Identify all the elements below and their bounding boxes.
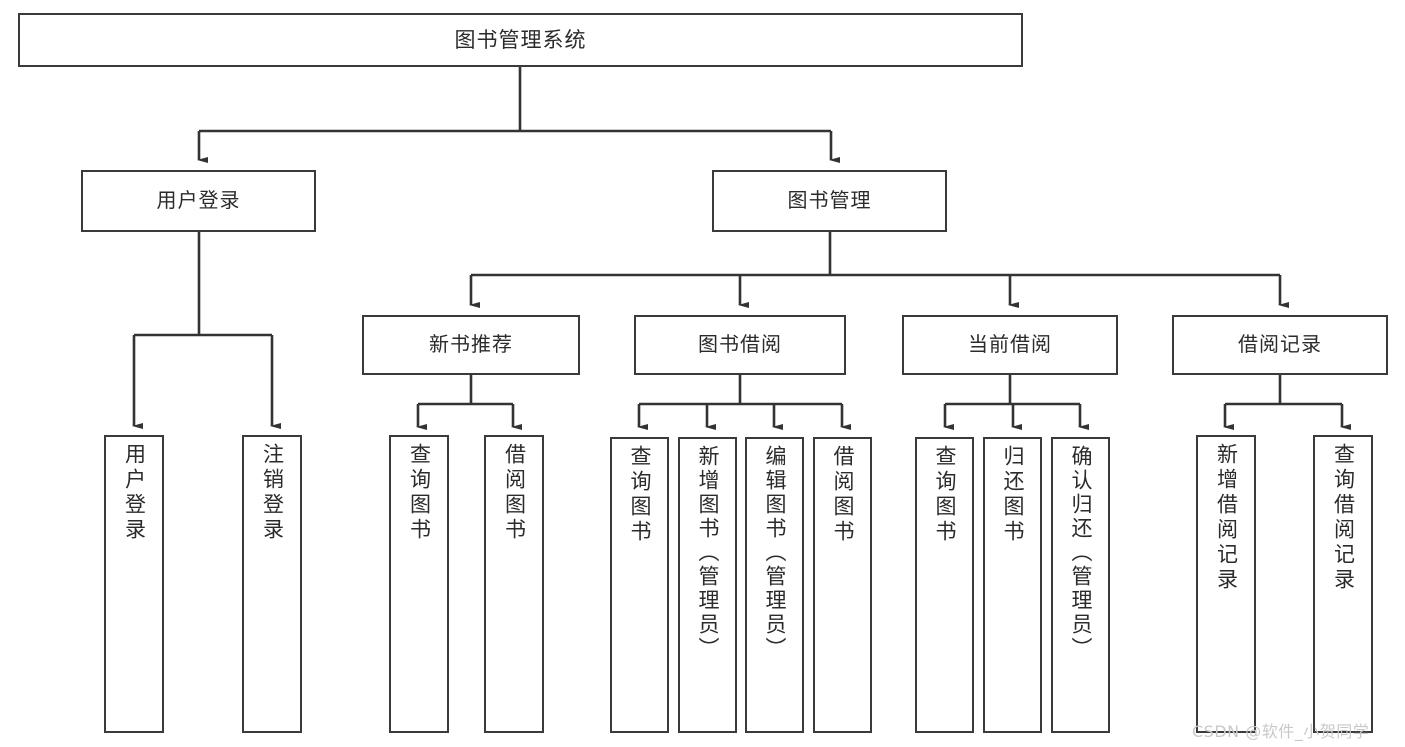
node-label: 当前借阅 bbox=[968, 332, 1052, 357]
node-label: 图书借阅 bbox=[698, 332, 782, 357]
leaf-user-login[interactable]: 用户登录 bbox=[104, 435, 164, 733]
node-label: 借阅图书 bbox=[502, 443, 527, 543]
node-label: 借阅图书 bbox=[831, 445, 855, 545]
node-label: 查询图书 bbox=[933, 445, 957, 545]
node-new-book-rec[interactable]: 新书推荐 bbox=[362, 315, 580, 375]
leaf-cur-return-book[interactable]: 归还图书 bbox=[983, 437, 1042, 733]
node-current-borrow[interactable]: 当前借阅 bbox=[902, 315, 1118, 375]
node-user-login[interactable]: 用户登录 bbox=[81, 170, 316, 232]
leaf-cur-query-book[interactable]: 查询图书 bbox=[915, 437, 974, 733]
node-label: 确认归还（管理员） bbox=[1069, 445, 1093, 661]
node-book-manage[interactable]: 图书管理 bbox=[712, 170, 947, 232]
node-label: 新增借阅记录 bbox=[1214, 443, 1239, 593]
leaf-rec-query-record[interactable]: 查询借阅记录 bbox=[1313, 435, 1373, 733]
node-label: 用户登录 bbox=[156, 188, 241, 213]
node-borrow-record[interactable]: 借阅记录 bbox=[1172, 315, 1388, 375]
node-label: 新书推荐 bbox=[429, 332, 513, 357]
node-label: 查询图书 bbox=[628, 445, 652, 545]
node-label: 编辑图书（管理员） bbox=[763, 445, 787, 661]
node-book-borrow[interactable]: 图书借阅 bbox=[634, 315, 846, 375]
node-label: 新增图书（管理员） bbox=[696, 445, 720, 661]
leaf-borrow-borrow-book[interactable]: 借阅图书 bbox=[813, 437, 872, 733]
node-label: 归还图书 bbox=[1001, 445, 1025, 545]
node-label: 图书管理 bbox=[787, 188, 872, 213]
leaf-rec-add-record[interactable]: 新增借阅记录 bbox=[1196, 435, 1256, 733]
node-label: 查询图书 bbox=[407, 443, 432, 543]
node-root-system[interactable]: 图书管理系统 bbox=[18, 13, 1023, 67]
node-label: 注销登录 bbox=[260, 443, 285, 543]
node-label: 查询借阅记录 bbox=[1331, 443, 1356, 593]
leaf-user-logout[interactable]: 注销登录 bbox=[242, 435, 302, 733]
leaf-borrow-query-book[interactable]: 查询图书 bbox=[610, 437, 669, 733]
node-label: 图书管理系统 bbox=[454, 27, 587, 52]
leaf-borrow-add-book[interactable]: 新增图书（管理员） bbox=[678, 437, 737, 733]
node-label: 用户登录 bbox=[122, 443, 147, 543]
leaf-cur-confirm-return[interactable]: 确认归还（管理员） bbox=[1051, 437, 1110, 733]
leaf-rec-borrow-book[interactable]: 借阅图书 bbox=[484, 435, 544, 733]
leaf-borrow-edit-book[interactable]: 编辑图书（管理员） bbox=[745, 437, 804, 733]
leaf-rec-query-book[interactable]: 查询图书 bbox=[389, 435, 449, 733]
node-label: 借阅记录 bbox=[1238, 332, 1322, 357]
